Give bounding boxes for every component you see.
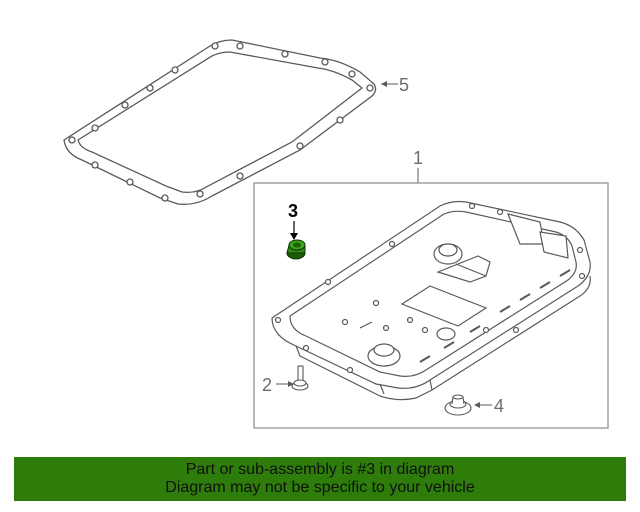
drain-plug-part-3[interactable] xyxy=(286,239,306,260)
callout-4[interactable]: 4 xyxy=(474,396,504,416)
oil-pan-part-1[interactable] xyxy=(271,200,591,401)
callout-2-label: 2 xyxy=(262,375,272,395)
parts-diagram: 5 1 xyxy=(63,39,609,429)
callout-5-label: 5 xyxy=(399,75,409,95)
assembly-box xyxy=(253,182,609,429)
bolt-part-2[interactable] xyxy=(291,365,309,391)
callout-1-label: 1 xyxy=(413,148,423,168)
gasket-part-5[interactable] xyxy=(63,39,377,205)
callout-3-label: 3 xyxy=(288,201,298,221)
banner-line-1: Part or sub-assembly is #3 in diagram xyxy=(185,461,455,478)
callout-5[interactable]: 5 xyxy=(381,75,409,95)
info-banner: Part or sub-assembly is #3 in diagram Di… xyxy=(14,457,626,501)
callout-4-label: 4 xyxy=(494,396,504,416)
callout-2[interactable]: 2 xyxy=(262,375,294,395)
callout-3[interactable]: 3 xyxy=(288,201,298,240)
banner-line-2: Diagram may not be specific to your vehi… xyxy=(165,479,475,496)
seal-part-4[interactable] xyxy=(444,394,472,416)
callout-1[interactable]: 1 xyxy=(413,148,423,183)
